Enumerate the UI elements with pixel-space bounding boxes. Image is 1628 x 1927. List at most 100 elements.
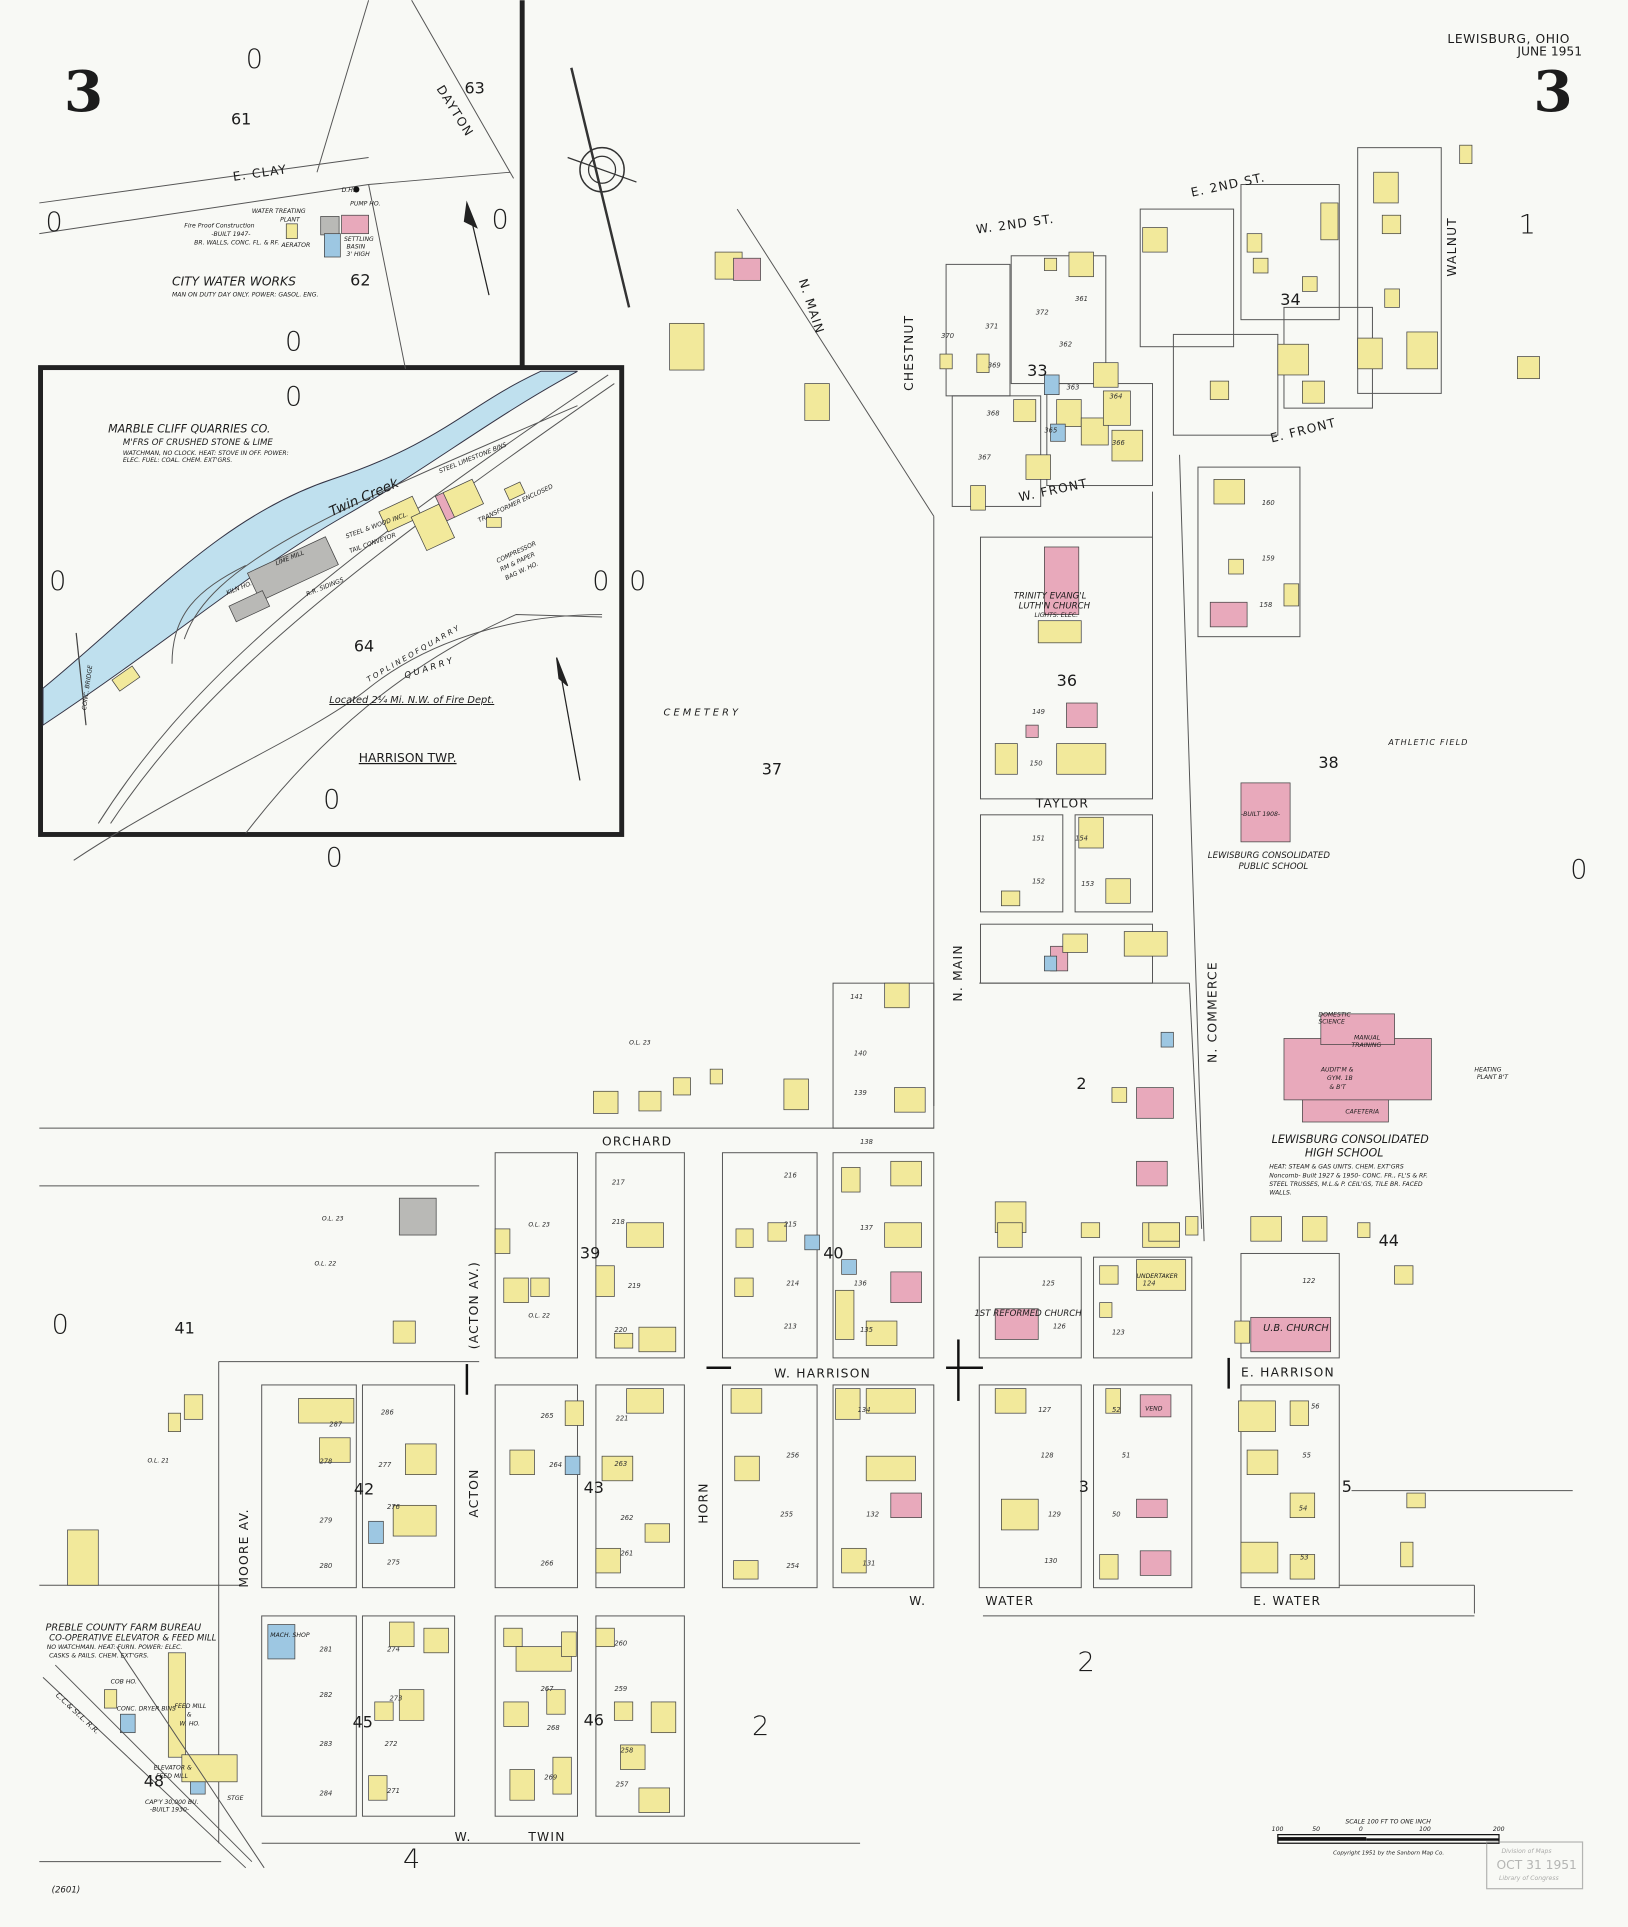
sheet-code: (2601) (52, 1885, 81, 1895)
street-line (1188, 983, 1203, 1229)
frame-building (1459, 144, 1473, 164)
adjacent-sheet-number: 1 (1519, 210, 1536, 241)
lot-number: 264 (549, 1461, 562, 1469)
frame-building (564, 1400, 584, 1426)
frame-building (613, 1332, 634, 1349)
lot-number: 286 (381, 1408, 394, 1416)
city-block (494, 1615, 578, 1817)
city-block (1074, 814, 1153, 913)
sheet-edge-marker: 0 (1570, 855, 1587, 886)
frame-building (1185, 1216, 1199, 1236)
lot-number: 284 (319, 1789, 332, 1797)
frame-building (1142, 227, 1168, 253)
brick-building (1025, 724, 1039, 738)
frame-building (1283, 583, 1300, 607)
lot-number: 126 (1053, 1322, 1066, 1330)
out-lot-label: O.L. 21 (147, 1457, 169, 1464)
frame-building (1062, 933, 1088, 953)
frame-building (1277, 343, 1309, 376)
water-works-note: MAN ON DUTY DAY ONLY. POWER: GASOL. ENG. (172, 291, 319, 298)
street-n-main-north: N. MAIN (796, 277, 827, 336)
frame-building (1246, 233, 1263, 253)
settling-label: SETTLING (344, 236, 374, 243)
lot-number: 130 (1044, 1557, 1057, 1565)
lot-number: 132 (866, 1510, 879, 1518)
lot-number: 265 (541, 1412, 554, 1420)
frame-building (405, 1443, 437, 1475)
lot-number: 276 (387, 1503, 400, 1511)
street-acton: ACTON (467, 1468, 481, 1517)
city-block (945, 263, 1011, 397)
lot-number: 160 (1262, 499, 1275, 507)
stone-building (120, 1713, 136, 1734)
sheet-edge-marker: 0 (323, 785, 340, 816)
heating-label: HEATING (1474, 1067, 1501, 1074)
city-block (721, 1152, 818, 1359)
frame-building (783, 1078, 809, 1111)
water-works-title: CITY WATER WORKS (172, 274, 296, 288)
frame-building (997, 1222, 1023, 1248)
brick-building (1136, 1087, 1174, 1119)
adjacent-sheet-number: 4 (403, 1844, 420, 1875)
lot-number: 362 (1059, 341, 1072, 349)
city-title: LEWISBURG, OHIO (1447, 32, 1570, 46)
frame-building (939, 353, 953, 370)
room-domestic: DOMESTIC (1318, 1011, 1351, 1018)
reformed-church-label: 1ST REFORMED CHURCH (974, 1309, 1082, 1319)
frame-building (1240, 1541, 1279, 1574)
frame-building (595, 1547, 621, 1574)
lot-number: 280 (319, 1562, 332, 1570)
frame-building (1234, 1320, 1250, 1344)
lot-number: 124 (1143, 1279, 1156, 1287)
lot-number: 127 (1038, 1406, 1052, 1414)
lot-number: 159 (1262, 554, 1275, 562)
frame-building (734, 1277, 754, 1297)
frame-building (298, 1398, 355, 1424)
lot-number: 273 (389, 1695, 402, 1703)
street-orchard: ORCHARD (602, 1134, 672, 1148)
storage-label: STGE (227, 1795, 243, 1802)
street-n-main: N. MAIN (951, 944, 965, 1001)
frame-building (183, 1394, 204, 1420)
out-lot-label: O.L. 22 (315, 1261, 337, 1268)
machine-shop-label: MACH. SHOP (270, 1632, 310, 1639)
lot-number: 150 (1030, 760, 1043, 768)
dryer-bins-label: CONC. DRYER BINS (117, 1706, 176, 1713)
street-n-commerce: N. COMMERCE (1205, 961, 1219, 1063)
block-number: 43 (584, 1478, 604, 1497)
frame-building (1099, 1554, 1119, 1580)
lot-number: 254 (786, 1562, 799, 1570)
lot-number: 131 (863, 1560, 876, 1568)
stamp-date: OCT 31 1951 (1497, 1858, 1577, 1872)
lot-number: 361 (1075, 295, 1088, 303)
block-63: 63 (464, 79, 484, 98)
frame-building (638, 1326, 677, 1353)
frame-building (1302, 380, 1325, 404)
frame-building (509, 1449, 535, 1475)
location-note: Located 2¼ Mi. N.W. of Fire Dept. (329, 694, 494, 706)
street-e-2nd: E. 2ND ST. (1190, 170, 1267, 199)
lot-number: 215 (784, 1220, 797, 1228)
adjacent-sheet-number: 2 (752, 1711, 769, 1742)
feed-mill-label: FEED MILL (174, 1703, 206, 1710)
frame-building (593, 1090, 619, 1114)
frame-building (865, 1388, 916, 1414)
frame-building (494, 1228, 511, 1254)
stone-building (564, 1455, 581, 1475)
lot-number: 128 (1041, 1451, 1054, 1459)
stone-building (1050, 423, 1066, 442)
copyright: Copyright 1951 by the Sanborn Map Co. (1333, 1850, 1444, 1856)
lot-number: 51 (1122, 1451, 1131, 1459)
brick-building (1240, 782, 1291, 843)
block-number: 36 (1057, 671, 1077, 690)
frame-building (1102, 390, 1131, 426)
frame-building (884, 1222, 922, 1248)
lime-mill (246, 536, 339, 602)
cemetery-label: C E M E T E R Y (663, 707, 739, 718)
city-block (1197, 466, 1301, 638)
north-arrow-icon (555, 657, 581, 781)
frame-building (389, 1621, 415, 1648)
stone-building (1044, 374, 1060, 395)
street-line (1179, 454, 1205, 1242)
city-block (494, 1152, 578, 1359)
